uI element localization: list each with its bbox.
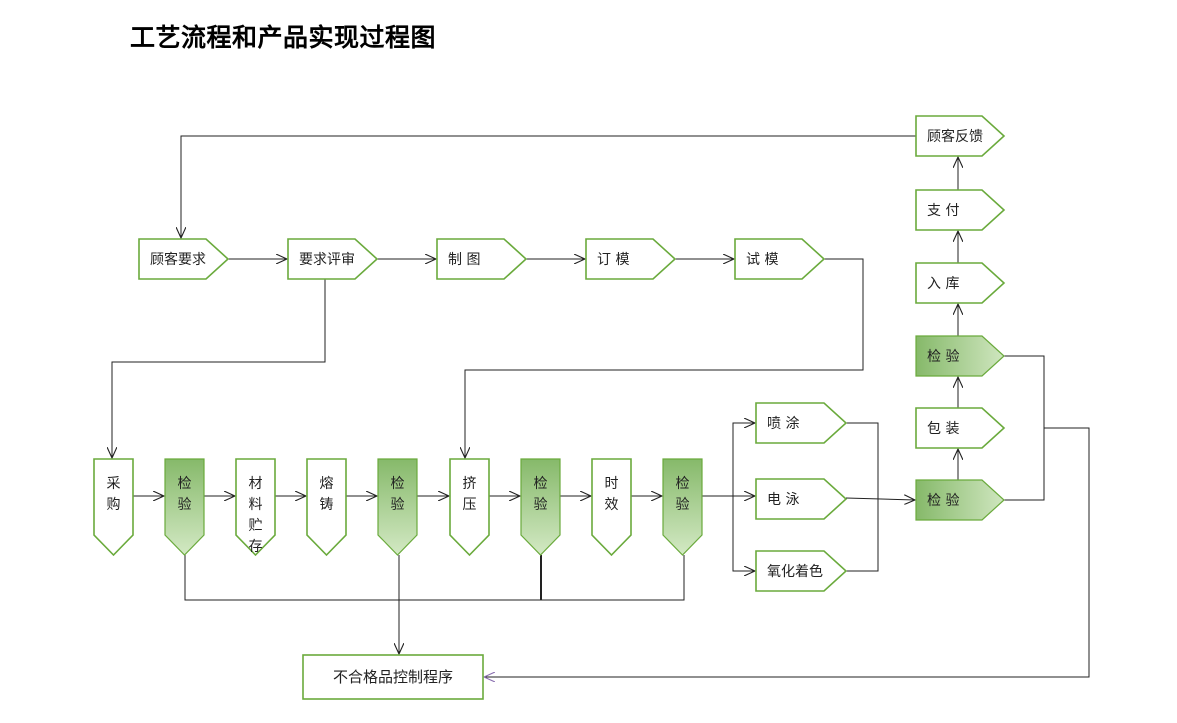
casting-shape: 熔铸 [306, 458, 347, 557]
arrow-review-to-purchase [112, 279, 326, 458]
inspect-2-label-1: 验 [391, 497, 405, 513]
aging-label-1: 效 [605, 497, 619, 513]
purchase-shape: 采购 [93, 458, 134, 557]
inspect-top-label: 检 验 [927, 349, 959, 365]
arrow-to-nonconforming [484, 427, 1090, 677]
nonconforming-label: 不合格品控制程序 [333, 668, 453, 686]
trial-mold-label: 试 模 [746, 252, 778, 268]
storage-label-1: 料 [249, 497, 263, 513]
extrusion-shape: 挤压 [449, 458, 490, 557]
purchase-label-0: 采 [107, 476, 121, 492]
inspect-2-shape: 检验 [377, 458, 418, 556]
warehousing-label: 入 库 [927, 276, 959, 292]
inspect-bottom-label: 检 验 [927, 493, 959, 509]
arrow-feedback-to-customer [181, 135, 916, 238]
bracket-surface [846, 422, 879, 572]
customer-req-label: 顾客要求 [150, 251, 206, 268]
inspect-3-shape: 检验 [520, 458, 561, 556]
inspect-4-label-0: 检 [676, 476, 690, 492]
extrusion-label-1: 压 [463, 497, 477, 513]
req-review-shape: 要求评审 [287, 238, 379, 280]
drawing-label: 制 图 [448, 252, 480, 268]
inspect-4-label-1: 验 [676, 497, 690, 513]
storage-label-2: 贮 [249, 518, 263, 534]
bracket-right-inspections [1004, 355, 1045, 501]
trial-mold-shape: 试 模 [734, 238, 826, 280]
feedback-label: 顾客反馈 [927, 128, 983, 145]
order-mold-label: 订 模 [597, 252, 629, 268]
oxidation-label: 氧化着色 [767, 563, 823, 580]
packaging-label: 包 装 [927, 421, 959, 437]
electrophoresis-shape: 电 泳 [755, 478, 848, 520]
aging-label-0: 时 [605, 476, 619, 492]
feedback-shape: 顾客反馈 [915, 115, 1006, 157]
purchase-label-1: 购 [107, 497, 121, 513]
oxidation-shape: 氧化着色 [755, 550, 848, 592]
process-shapes: 顾客要求要求评审制 图订 模试 模顾客反馈支 付入 库检 验包 装检 验喷 涂电… [93, 115, 1006, 592]
extrusion-label-0: 挤 [463, 476, 477, 492]
storage-label-0: 材 [249, 476, 263, 492]
electrophoresis-label: 电 泳 [767, 492, 799, 508]
arrow-surface-to-inspect [845, 498, 915, 500]
payment-label: 支 付 [927, 203, 959, 219]
casting-label-0: 熔 [320, 476, 334, 492]
inspect-3-label-0: 检 [534, 476, 548, 492]
req-review-label: 要求评审 [299, 252, 355, 268]
packaging-shape: 包 装 [915, 407, 1006, 449]
order-mold-shape: 订 模 [585, 238, 677, 280]
payment-shape: 支 付 [915, 189, 1006, 231]
inspect-1-shape: 检验 [164, 458, 205, 556]
inspect-top-shape: 检 验 [915, 335, 1005, 377]
nonconforming-control-box: 不合格品控制程序 [302, 654, 484, 700]
inspect-3-label-1: 验 [534, 497, 548, 513]
casting-label-1: 铸 [320, 497, 334, 513]
collect-inspections [184, 555, 685, 601]
spray-label: 喷 涂 [767, 416, 799, 432]
aging-shape: 时效 [591, 458, 632, 557]
warehousing-shape: 入 库 [915, 262, 1006, 304]
inspect-1-label-1: 验 [178, 497, 192, 513]
spray-shape: 喷 涂 [755, 402, 848, 444]
arrow-inspect-to-oxidation [732, 496, 755, 571]
inspect-1-label-0: 检 [178, 476, 192, 492]
customer-req-shape: 顾客要求 [138, 238, 230, 280]
page-title: 工艺流程和产品实现过程图 [130, 23, 437, 52]
connector-lines [112, 135, 1090, 677]
inspect-bottom-shape: 检 验 [915, 479, 1005, 521]
inspect-4-shape: 检验 [662, 458, 703, 556]
arrow-inspect-to-spray [732, 423, 755, 496]
drawing-shape: 制 图 [436, 238, 528, 280]
inspect-2-label-0: 检 [391, 476, 405, 492]
arrow-trial-to-extrusion [465, 258, 864, 458]
storage-label-3: 存 [249, 539, 263, 555]
